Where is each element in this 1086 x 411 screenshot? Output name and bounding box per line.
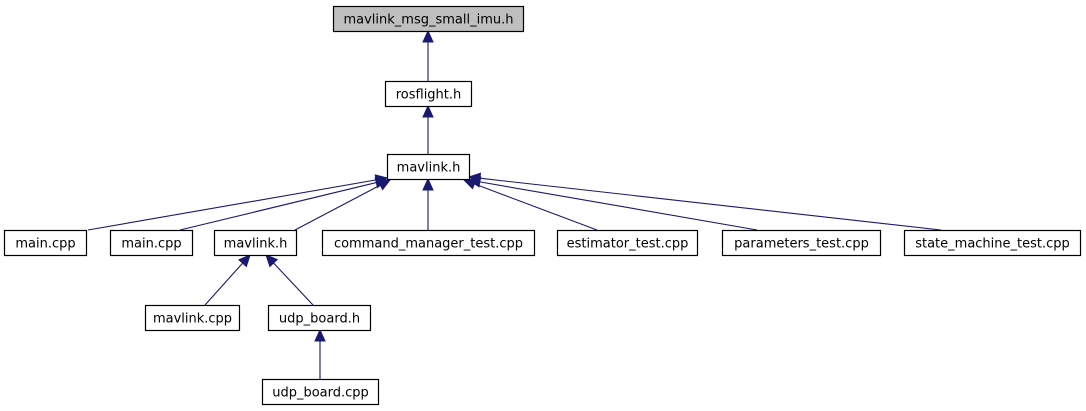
node-box xyxy=(556,229,699,257)
node-label: udp_board.h xyxy=(279,312,360,327)
graph-node-root[interactable]: mavlink_msg_small_imu.h xyxy=(332,5,525,33)
arrowhead-icon xyxy=(238,254,251,268)
graph-node-mavlink-h2[interactable]: mavlink.h xyxy=(213,229,298,257)
edge-main2-to-mavlink_h xyxy=(179,182,377,231)
node-box xyxy=(144,304,241,332)
node-box xyxy=(384,80,473,108)
arrowhead-icon xyxy=(314,328,326,342)
node-box xyxy=(903,229,1082,257)
node-label: mavlink_msg_small_imu.h xyxy=(343,13,513,28)
graph-node-sm-test[interactable]: state_machine_test.cpp xyxy=(903,229,1082,257)
node-box xyxy=(109,229,194,257)
node-box xyxy=(261,378,380,406)
edge-mavlink_h2-to-mavlink_h xyxy=(294,184,381,231)
node-label: main.cpp xyxy=(121,237,181,252)
node-box xyxy=(267,304,372,332)
node-label: udp_board.cpp xyxy=(272,386,369,401)
edge-mavlink_cpp-to-mavlink_h2 xyxy=(204,262,244,306)
nodes-layer: mavlink_msg_small_imu.h rosflight.h mavlin… xyxy=(3,5,1082,406)
edge-param_test-to-mavlink_h xyxy=(479,181,758,231)
arrowhead-icon xyxy=(422,104,434,118)
graph-node-main1[interactable]: main.cpp xyxy=(3,229,88,257)
arrowhead-icon xyxy=(422,29,434,43)
node-box xyxy=(3,229,88,257)
edges-layer xyxy=(87,29,942,379)
node-label: rosflight.h xyxy=(396,88,462,103)
graph-node-rosflight[interactable]: rosflight.h xyxy=(384,80,473,108)
edge-udp_board_h-to-mavlink_h2 xyxy=(273,262,314,306)
graph-node-est-test[interactable]: estimator_test.cpp xyxy=(556,229,699,257)
edge-main1-to-mavlink_h xyxy=(87,179,377,231)
graph-node-udp-board-h[interactable]: udp_board.h xyxy=(267,304,372,332)
node-label: parameters_test.cpp xyxy=(734,237,869,252)
node-label: mavlink.h xyxy=(224,237,288,252)
graph-node-cmd-test[interactable]: command_manager_test.cpp xyxy=(321,229,536,257)
node-label: command_manager_test.cpp xyxy=(334,237,523,252)
node-label: state_machine_test.cpp xyxy=(915,237,1070,252)
graph-node-udp-board-cpp[interactable]: udp_board.cpp xyxy=(261,378,380,406)
node-label: mavlink.h xyxy=(397,161,461,176)
graph-node-mavlink-cpp[interactable]: mavlink.cpp xyxy=(144,304,241,332)
edge-sm_test-to-mavlink_h xyxy=(479,177,942,231)
node-box xyxy=(386,153,471,181)
node-box xyxy=(332,5,525,33)
graph-node-mavlink-h[interactable]: mavlink.h xyxy=(386,153,471,181)
arrowhead-icon xyxy=(377,179,392,191)
node-box xyxy=(321,229,536,257)
edge-est_test-to-mavlink_h xyxy=(474,183,598,231)
node-box xyxy=(213,229,298,257)
node-box xyxy=(721,229,882,257)
arrowhead-icon xyxy=(467,172,482,185)
graph-node-main2[interactable]: main.cpp xyxy=(109,229,194,257)
node-label: mavlink.cpp xyxy=(153,312,232,327)
arrowhead-icon xyxy=(265,254,279,268)
node-label: main.cpp xyxy=(15,237,75,252)
arrowhead-icon xyxy=(422,177,434,191)
graph-node-param-test[interactable]: parameters_test.cpp xyxy=(721,229,882,257)
node-label: estimator_test.cpp xyxy=(567,237,689,252)
